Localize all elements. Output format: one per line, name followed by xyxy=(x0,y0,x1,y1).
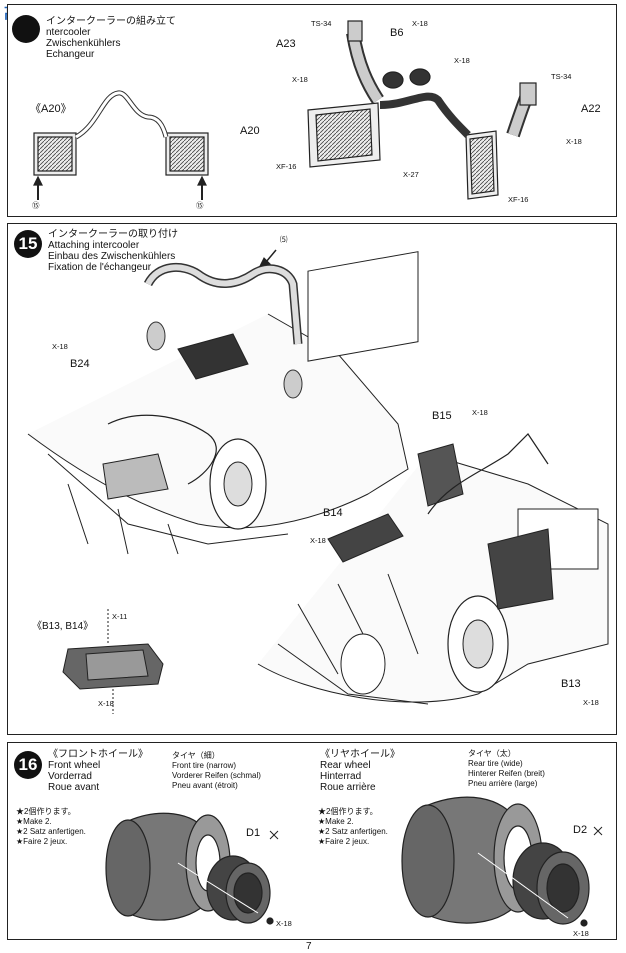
page-number: 7 xyxy=(306,941,312,952)
title-en: ntercooler xyxy=(46,27,91,38)
label-rear-x18: X-18 xyxy=(573,929,589,938)
label-x18-d: X-18 xyxy=(98,699,114,708)
front-make-note: ★2個作ります。 ★Make 2. ★2 Satz anfertigen. ★F… xyxy=(16,807,86,846)
label-a20: A20 xyxy=(240,125,260,137)
title-ja: インタークーラーの組み立て xyxy=(46,16,176,27)
title-fr: Echangeur xyxy=(46,49,95,60)
label-x18-b: X-18 xyxy=(472,408,488,417)
title-fr: Fixation de l'échangeur xyxy=(48,262,152,273)
label-b14: B14 xyxy=(323,507,343,519)
chassis-illustration xyxy=(27,249,609,714)
label-xf16-a: XF-16 xyxy=(276,162,297,171)
label-x18-c: X-18 xyxy=(292,75,308,84)
label-x27: X-27 xyxy=(403,170,419,179)
step-16-number-badge: 16 xyxy=(14,751,42,779)
step-14-title: インタークーラーの組み立て ntercooler Zwischenkühlers… xyxy=(46,16,176,60)
label-a22: A22 xyxy=(581,103,601,115)
step-15-title: インタークーラーの取り付け Attaching intercooler Einb… xyxy=(48,229,178,273)
step-15-number-badge: 15 xyxy=(14,230,42,258)
label-x18-b: X-18 xyxy=(454,56,470,65)
rear-wheel-heading: 《リヤホイール》 Rear wheel Hinterrad Roue arriè… xyxy=(320,749,400,793)
sub-view-label: 《B13, B14》 xyxy=(32,621,94,632)
label-b15: B15 xyxy=(432,410,452,422)
arrow-number-left: ⑮ xyxy=(32,201,40,210)
label-b24: B24 xyxy=(70,358,90,370)
label-xf16-b: XF-16 xyxy=(508,195,529,204)
label-front-x18: X-18 xyxy=(276,919,292,928)
label-a23: A23 xyxy=(276,38,296,50)
label-x18-d: X-18 xyxy=(566,137,582,146)
title-de: Einbau des Zwischenkühlers xyxy=(48,251,176,262)
arrow-number-right: ⑮ xyxy=(196,201,204,210)
arrow-number: ⑸ xyxy=(280,235,288,244)
rear-tire-label: タイヤ（太） Rear tire (wide) Hinterer Reifen … xyxy=(468,749,545,788)
wheels-illustration xyxy=(105,796,603,927)
label-x18-a: X-18 xyxy=(52,342,68,351)
label-x18-a: X-18 xyxy=(412,19,428,28)
label-b13: B13 xyxy=(561,678,581,690)
label-b6: B6 xyxy=(390,27,404,39)
label-ts34-top: TS-34 xyxy=(311,19,332,28)
label-x18-e: X-18 xyxy=(583,698,599,707)
label-x11: X-11 xyxy=(112,612,128,621)
label-d1: D1 xyxy=(246,827,261,839)
label-x18-c: X-18 xyxy=(310,536,326,545)
step-16-panel: 16 《フロントホイール》 Front wheel Vorderrad Roue… xyxy=(7,742,617,940)
step-14-panel: インタークーラーの組み立て ntercooler Zwischenkühlers… xyxy=(7,4,617,217)
step-15-panel: 15 インタークーラーの取り付け Attaching intercooler E… xyxy=(7,223,617,735)
intercooler-small-view xyxy=(33,90,209,200)
step-14-number-badge xyxy=(12,15,40,43)
label-ts34-right: TS-34 xyxy=(551,72,572,81)
title-de: Zwischenkühlers xyxy=(46,38,121,49)
front-wheel-heading: 《フロントホイール》 Front wheel Vorderrad Roue av… xyxy=(48,749,148,793)
intercooler-illustration xyxy=(33,20,537,200)
intercooler-main xyxy=(307,20,537,200)
title-ja: インタークーラーの取り付け xyxy=(48,229,178,240)
rear-make-note: ★2個作ります。 ★Make 2. ★2 Satz anfertigen. ★F… xyxy=(318,807,388,846)
title-en: Attaching intercooler xyxy=(48,240,140,251)
sub-view-label: 《A20》 xyxy=(30,103,72,115)
front-tire-label: タイヤ（細） Front tire (narrow) Vorderer Reif… xyxy=(172,751,261,790)
label-d2: D2 xyxy=(573,824,588,836)
